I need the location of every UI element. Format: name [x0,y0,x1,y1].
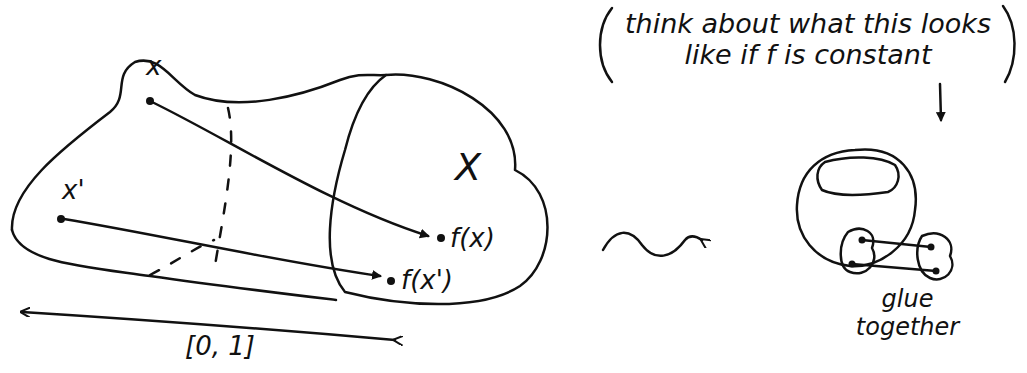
note-text: think about what this looks like if f is… [618,8,998,70]
torus-outline [797,149,916,266]
point-label: x [146,52,161,82]
space-outline [330,75,548,304]
space-label: X [455,146,481,190]
squiggle-arrow [603,233,702,256]
cylinder-outline [12,61,386,230]
map-arrow [64,219,380,276]
image-label: f(x') [401,266,453,296]
image-label: f(x) [450,224,495,254]
bracket [1003,6,1015,82]
point-dot [57,215,65,223]
torus-hole [817,157,898,194]
bracket [600,8,612,82]
point-dot [933,268,940,275]
point-dot [387,277,395,285]
glue-region [917,233,952,279]
glue-line [862,240,931,247]
point-label: x' [62,176,85,206]
pointer-arrow [940,84,941,120]
point-dot [928,244,935,251]
note-text: glue together [845,286,970,341]
glue-line [852,264,936,271]
point-dot [859,237,866,244]
point-dot [146,97,154,105]
point-dot [437,234,445,242]
map-arrow [152,102,428,236]
interval-label: [0, 1] [185,332,255,362]
point-dot [849,261,856,268]
